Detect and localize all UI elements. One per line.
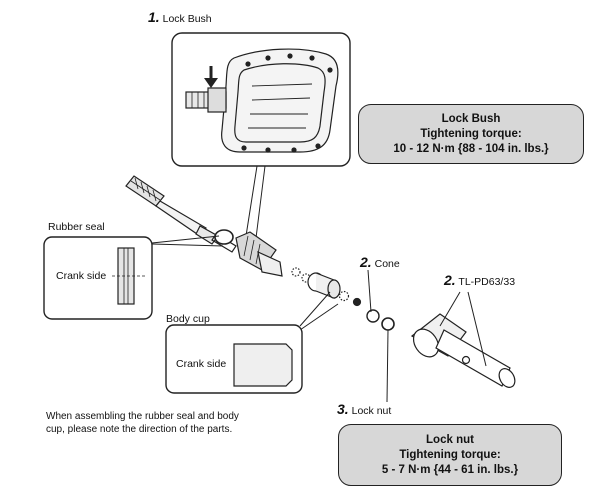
- assembly-note-line-1: When assembling the rubber seal and body: [46, 411, 239, 422]
- lock-bush-step-number: 1.: [148, 9, 160, 25]
- lock-bush-callout-subtitle: Tightening torque:: [420, 128, 522, 140]
- crank-side-label-seal: Crank side: [56, 270, 107, 282]
- rubber-seal-label: Rubber seal: [48, 221, 105, 233]
- pedal-illustration: [185, 48, 339, 153]
- body-cup-part: [307, 272, 341, 299]
- tool-label-text: TL-PD63/33: [458, 276, 516, 288]
- body-cup-label: Body cup: [166, 313, 210, 325]
- lock-bush-label-text: Lock Bush: [162, 13, 212, 25]
- lock-bush-callout-title: Lock Bush: [441, 113, 501, 125]
- crank-side-label-cup: Crank side: [176, 358, 227, 370]
- lock-nut-part: [381, 317, 395, 331]
- cone-label-text: Cone: [374, 258, 400, 270]
- lock-nut-label: 3. Lock nut: [337, 401, 392, 418]
- lock-bush-torque-callout: Lock Bush Tightening torque: 10 - 12 N·m…: [358, 104, 584, 164]
- cone-part: [366, 309, 380, 323]
- lock-nut-label-text: Lock nut: [351, 405, 392, 417]
- spindle: [125, 175, 237, 253]
- tool-label: 2. TL-PD63/33: [444, 272, 516, 289]
- lock-bush-part: [235, 231, 283, 277]
- lock-nut-step-number: 3.: [337, 401, 349, 417]
- lock-nut-callout-subtitle: Tightening torque:: [399, 449, 501, 461]
- lock-bush-label: 1. Lock Bush: [148, 9, 212, 26]
- rubber-seal-part: [214, 229, 234, 245]
- lock-nut-callout-title: Lock nut: [426, 434, 474, 446]
- lock-bush-callout-value: 10 - 12 N·m {88 - 104 in. lbs.}: [393, 143, 549, 155]
- cone-label: 2. Cone: [360, 254, 400, 271]
- assembly-note: When assembling the rubber seal and body…: [46, 410, 239, 436]
- cone-step-number: 2.: [360, 254, 372, 270]
- tool-illustration: [410, 313, 516, 388]
- assembly-note-line-2: cup, please note the direction of the pa…: [46, 424, 233, 435]
- lock-nut-callout-value: 5 - 7 N·m {44 - 61 in. lbs.}: [381, 464, 519, 476]
- lock-nut-torque-callout: Lock nut Tightening torque: 5 - 7 N·m {4…: [338, 424, 562, 486]
- tool-step-number: 2.: [444, 272, 456, 288]
- down-arrow-icon: [204, 78, 218, 88]
- body-cup-leader: [299, 291, 339, 331]
